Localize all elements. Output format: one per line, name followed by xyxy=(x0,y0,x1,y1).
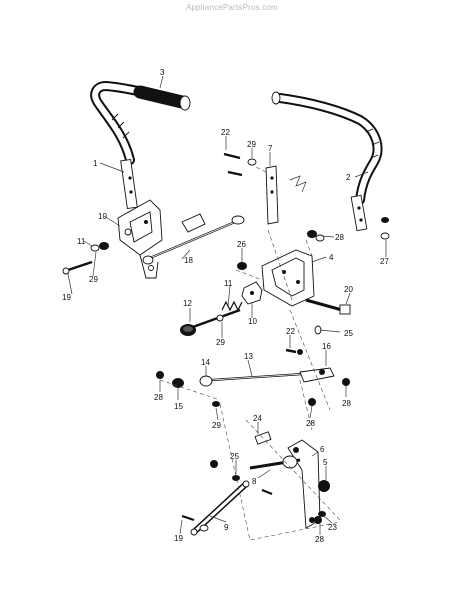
callout-9: 9 xyxy=(224,523,229,532)
callout-13: 12 xyxy=(183,299,192,308)
leader-lines xyxy=(67,75,387,535)
callout-12: 11 xyxy=(224,279,233,288)
callout-24: 24 xyxy=(253,414,262,423)
nut-28-part xyxy=(307,230,317,238)
callout-10b: 10 xyxy=(248,317,257,326)
callout-4: 4 xyxy=(329,253,334,262)
callout-1: 1 xyxy=(93,159,98,168)
nut-26-part xyxy=(237,262,247,270)
callout-29d: 29 xyxy=(212,421,221,430)
callout-3: 3 xyxy=(160,68,165,77)
callout-6: 6 xyxy=(320,445,325,454)
callout-28b: 28 xyxy=(154,393,163,402)
callout-28d: 28 xyxy=(306,419,315,428)
callout-19a: 19 xyxy=(62,293,71,302)
callout-10a: 10 xyxy=(98,212,107,221)
callout-19b: 19 xyxy=(174,534,183,543)
callout-20: 20 xyxy=(344,285,353,294)
handle-grip-part xyxy=(133,85,191,111)
watermark-text: AppliancePartsPros.com xyxy=(186,3,278,12)
callout-17: 16 xyxy=(322,342,331,351)
callout-14: 13 xyxy=(244,352,253,361)
shaft-part-8 xyxy=(249,431,301,470)
gas-spring-part-9 xyxy=(190,480,250,536)
callout-18: 18 xyxy=(184,256,193,265)
mount-bracket-part-4 xyxy=(261,249,315,307)
bracket-part-10b xyxy=(241,281,263,305)
callout-28e: 28 xyxy=(315,535,324,544)
left-mount-bracket-part xyxy=(117,199,163,279)
callout-28a: 28 xyxy=(335,233,344,242)
callout-8: 8 xyxy=(252,477,257,486)
spacer-5-part xyxy=(318,480,330,492)
left-hardware-part xyxy=(62,242,109,275)
spring-part-12 xyxy=(216,300,243,322)
lower-arm-part-6 xyxy=(287,439,321,529)
callout-22b: 23 xyxy=(328,523,337,532)
callout-11: 11 xyxy=(77,237,86,246)
callout-29b: 29 xyxy=(89,275,98,284)
callout-25: 25 xyxy=(230,452,239,461)
callout-29c: 29 xyxy=(216,338,225,347)
callout-15: 14 xyxy=(201,358,210,367)
callout-27: 27 xyxy=(380,257,389,266)
bushing-16-part xyxy=(172,378,184,388)
callout-21: 22 xyxy=(221,128,230,137)
callout-29a: 29 xyxy=(247,140,256,149)
control-knob-part-13 xyxy=(180,308,241,336)
callout-28c: 28 xyxy=(342,399,351,408)
linkage-rod-part xyxy=(142,213,245,265)
callout-5: 5 xyxy=(323,458,328,467)
ball-joint-15-part xyxy=(199,375,213,387)
callout-16: 15 xyxy=(174,402,183,411)
callout-26: 26 xyxy=(237,240,246,249)
callout-2: 2 xyxy=(346,173,351,182)
washer-29-part xyxy=(247,158,257,166)
right-handle-part xyxy=(271,91,383,232)
control-rod-part-14 xyxy=(211,367,335,383)
callout-labels: 3 1 2 22 29 7 10 11 19 29 18 28 26 4 27 … xyxy=(62,68,389,544)
callout-23: 25 xyxy=(344,329,353,338)
bolt-21-part xyxy=(223,152,241,160)
callout-22a: 22 xyxy=(286,327,295,336)
upper-bracket-part-7 xyxy=(265,165,307,225)
callout-7: 7 xyxy=(268,144,273,153)
nut-28-left-part xyxy=(156,371,164,379)
bolt-20-part xyxy=(305,298,351,315)
